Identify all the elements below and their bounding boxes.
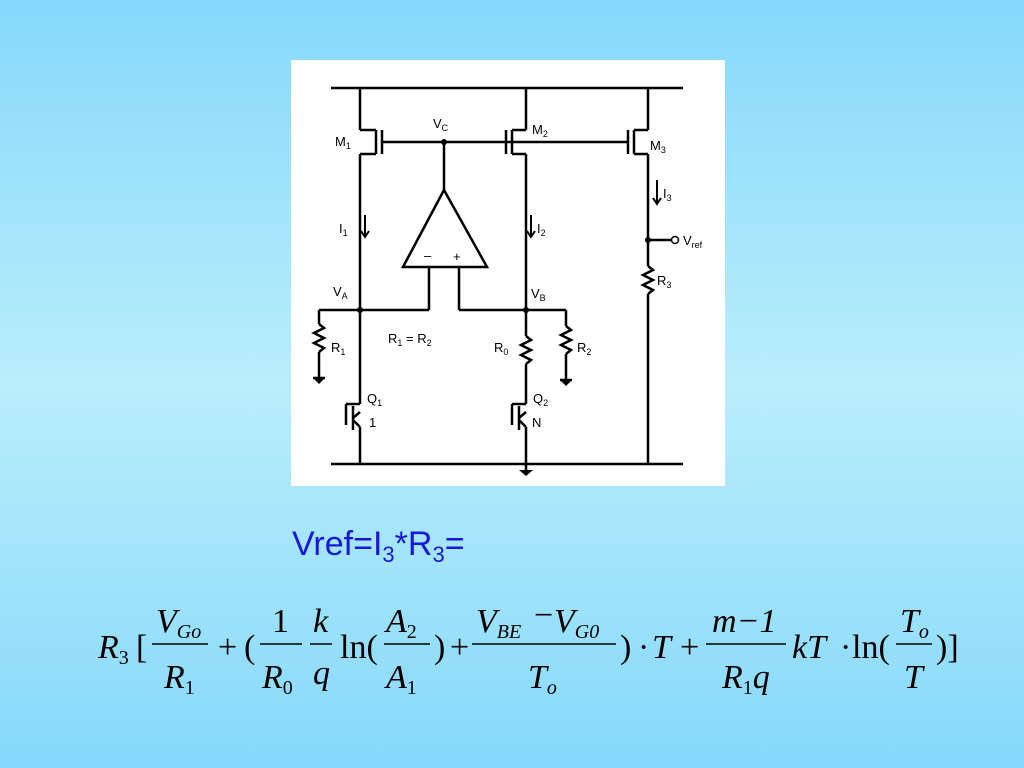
formula-a2: A2 bbox=[384, 603, 417, 643]
label-vb: VB bbox=[531, 286, 546, 303]
circuit-figure: M1 M2 M3 VC I1 I2 I3 Vref VA VB R1 R0 R2… bbox=[291, 60, 725, 486]
formula-rparen-2: ) bbox=[620, 629, 631, 666]
bandgap-reference-schematic: M1 M2 M3 VC I1 I2 I3 Vref VA VB R1 R0 R2… bbox=[311, 86, 703, 476]
label-r1: R1 bbox=[331, 340, 345, 357]
label-i1: I1 bbox=[339, 221, 348, 238]
vref-formula: R3 [ VGo R1 + ( 1 R0 k q ln( A2 A1 ) + V… bbox=[97, 597, 959, 699]
formula-terms: R3 [ VGo R1 + ( 1 R0 k q ln( A2 A1 ) + V… bbox=[97, 597, 959, 699]
label-i3: I3 bbox=[663, 186, 672, 203]
formula-t-1: T bbox=[652, 629, 673, 666]
formula-kt: kT bbox=[792, 629, 828, 666]
formula-dot-1: · bbox=[638, 629, 649, 666]
formula-one: 1 bbox=[272, 603, 289, 640]
formula-q: q bbox=[313, 655, 330, 692]
label-m1: M1 bbox=[335, 134, 351, 151]
formula-minus: − bbox=[534, 597, 553, 634]
formula-ln-1: ln( bbox=[340, 629, 378, 666]
label-vc: VC bbox=[433, 116, 449, 133]
formula-rparen-1: ) bbox=[434, 629, 445, 666]
formula-to-2: To bbox=[900, 603, 929, 643]
vref-terminal bbox=[670, 235, 680, 245]
circuit-labels: M1 M2 M3 VC I1 I2 I3 Vref VA VB R1 R0 R2… bbox=[331, 116, 703, 430]
formula-r0: R0 bbox=[261, 659, 293, 699]
label-q2: Q2 bbox=[533, 391, 548, 408]
label-q1: Q1 bbox=[367, 391, 382, 408]
formula-lparen: ( bbox=[244, 629, 255, 666]
formula-lbrack: [ bbox=[136, 629, 147, 666]
opamp-plus-label: + bbox=[453, 249, 461, 264]
formula-r3: R3 bbox=[97, 629, 129, 669]
formula-ln-2: ln( bbox=[852, 629, 890, 666]
label-r3: R3 bbox=[657, 273, 671, 290]
formula-r1: R1 bbox=[163, 659, 195, 699]
formula-k: k bbox=[313, 603, 329, 640]
label-vref: Vref bbox=[683, 233, 703, 250]
formula-r1q: R1q bbox=[721, 659, 770, 699]
formula-vbe: VBE bbox=[476, 603, 521, 643]
vref-caption: Vref=I3*R3= bbox=[292, 525, 465, 567]
formula-plus-2: + bbox=[450, 629, 469, 666]
formula-close: )] bbox=[936, 629, 959, 666]
formula-vgo: VGo bbox=[156, 603, 201, 643]
label-q2-ratio: N bbox=[532, 415, 541, 430]
formula-plus-1: + bbox=[218, 629, 237, 666]
formula-t-2: T bbox=[904, 659, 925, 696]
label-m3: M3 bbox=[650, 138, 666, 155]
nodes bbox=[313, 139, 651, 476]
formula-dot-2: · bbox=[840, 629, 851, 666]
label-r0: R0 bbox=[494, 340, 508, 357]
transistor-gates bbox=[380, 130, 630, 154]
formula-m-minus-1: m−1 bbox=[712, 603, 777, 640]
label-m2: M2 bbox=[532, 122, 548, 139]
formula-a1: A1 bbox=[384, 659, 417, 699]
opamp-minus-label: – bbox=[424, 248, 432, 263]
label-r1-equals-r2: R1 = R2 bbox=[388, 331, 432, 348]
label-q1-ratio: 1 bbox=[369, 415, 376, 430]
formula-to: To bbox=[528, 659, 557, 699]
label-r2: R2 bbox=[577, 340, 591, 357]
current-arrows bbox=[360, 180, 662, 239]
formula-vg0: VG0 bbox=[554, 603, 599, 643]
formula-plus-3: + bbox=[680, 629, 699, 666]
label-i2: I2 bbox=[537, 221, 546, 238]
label-va: VA bbox=[333, 284, 348, 301]
